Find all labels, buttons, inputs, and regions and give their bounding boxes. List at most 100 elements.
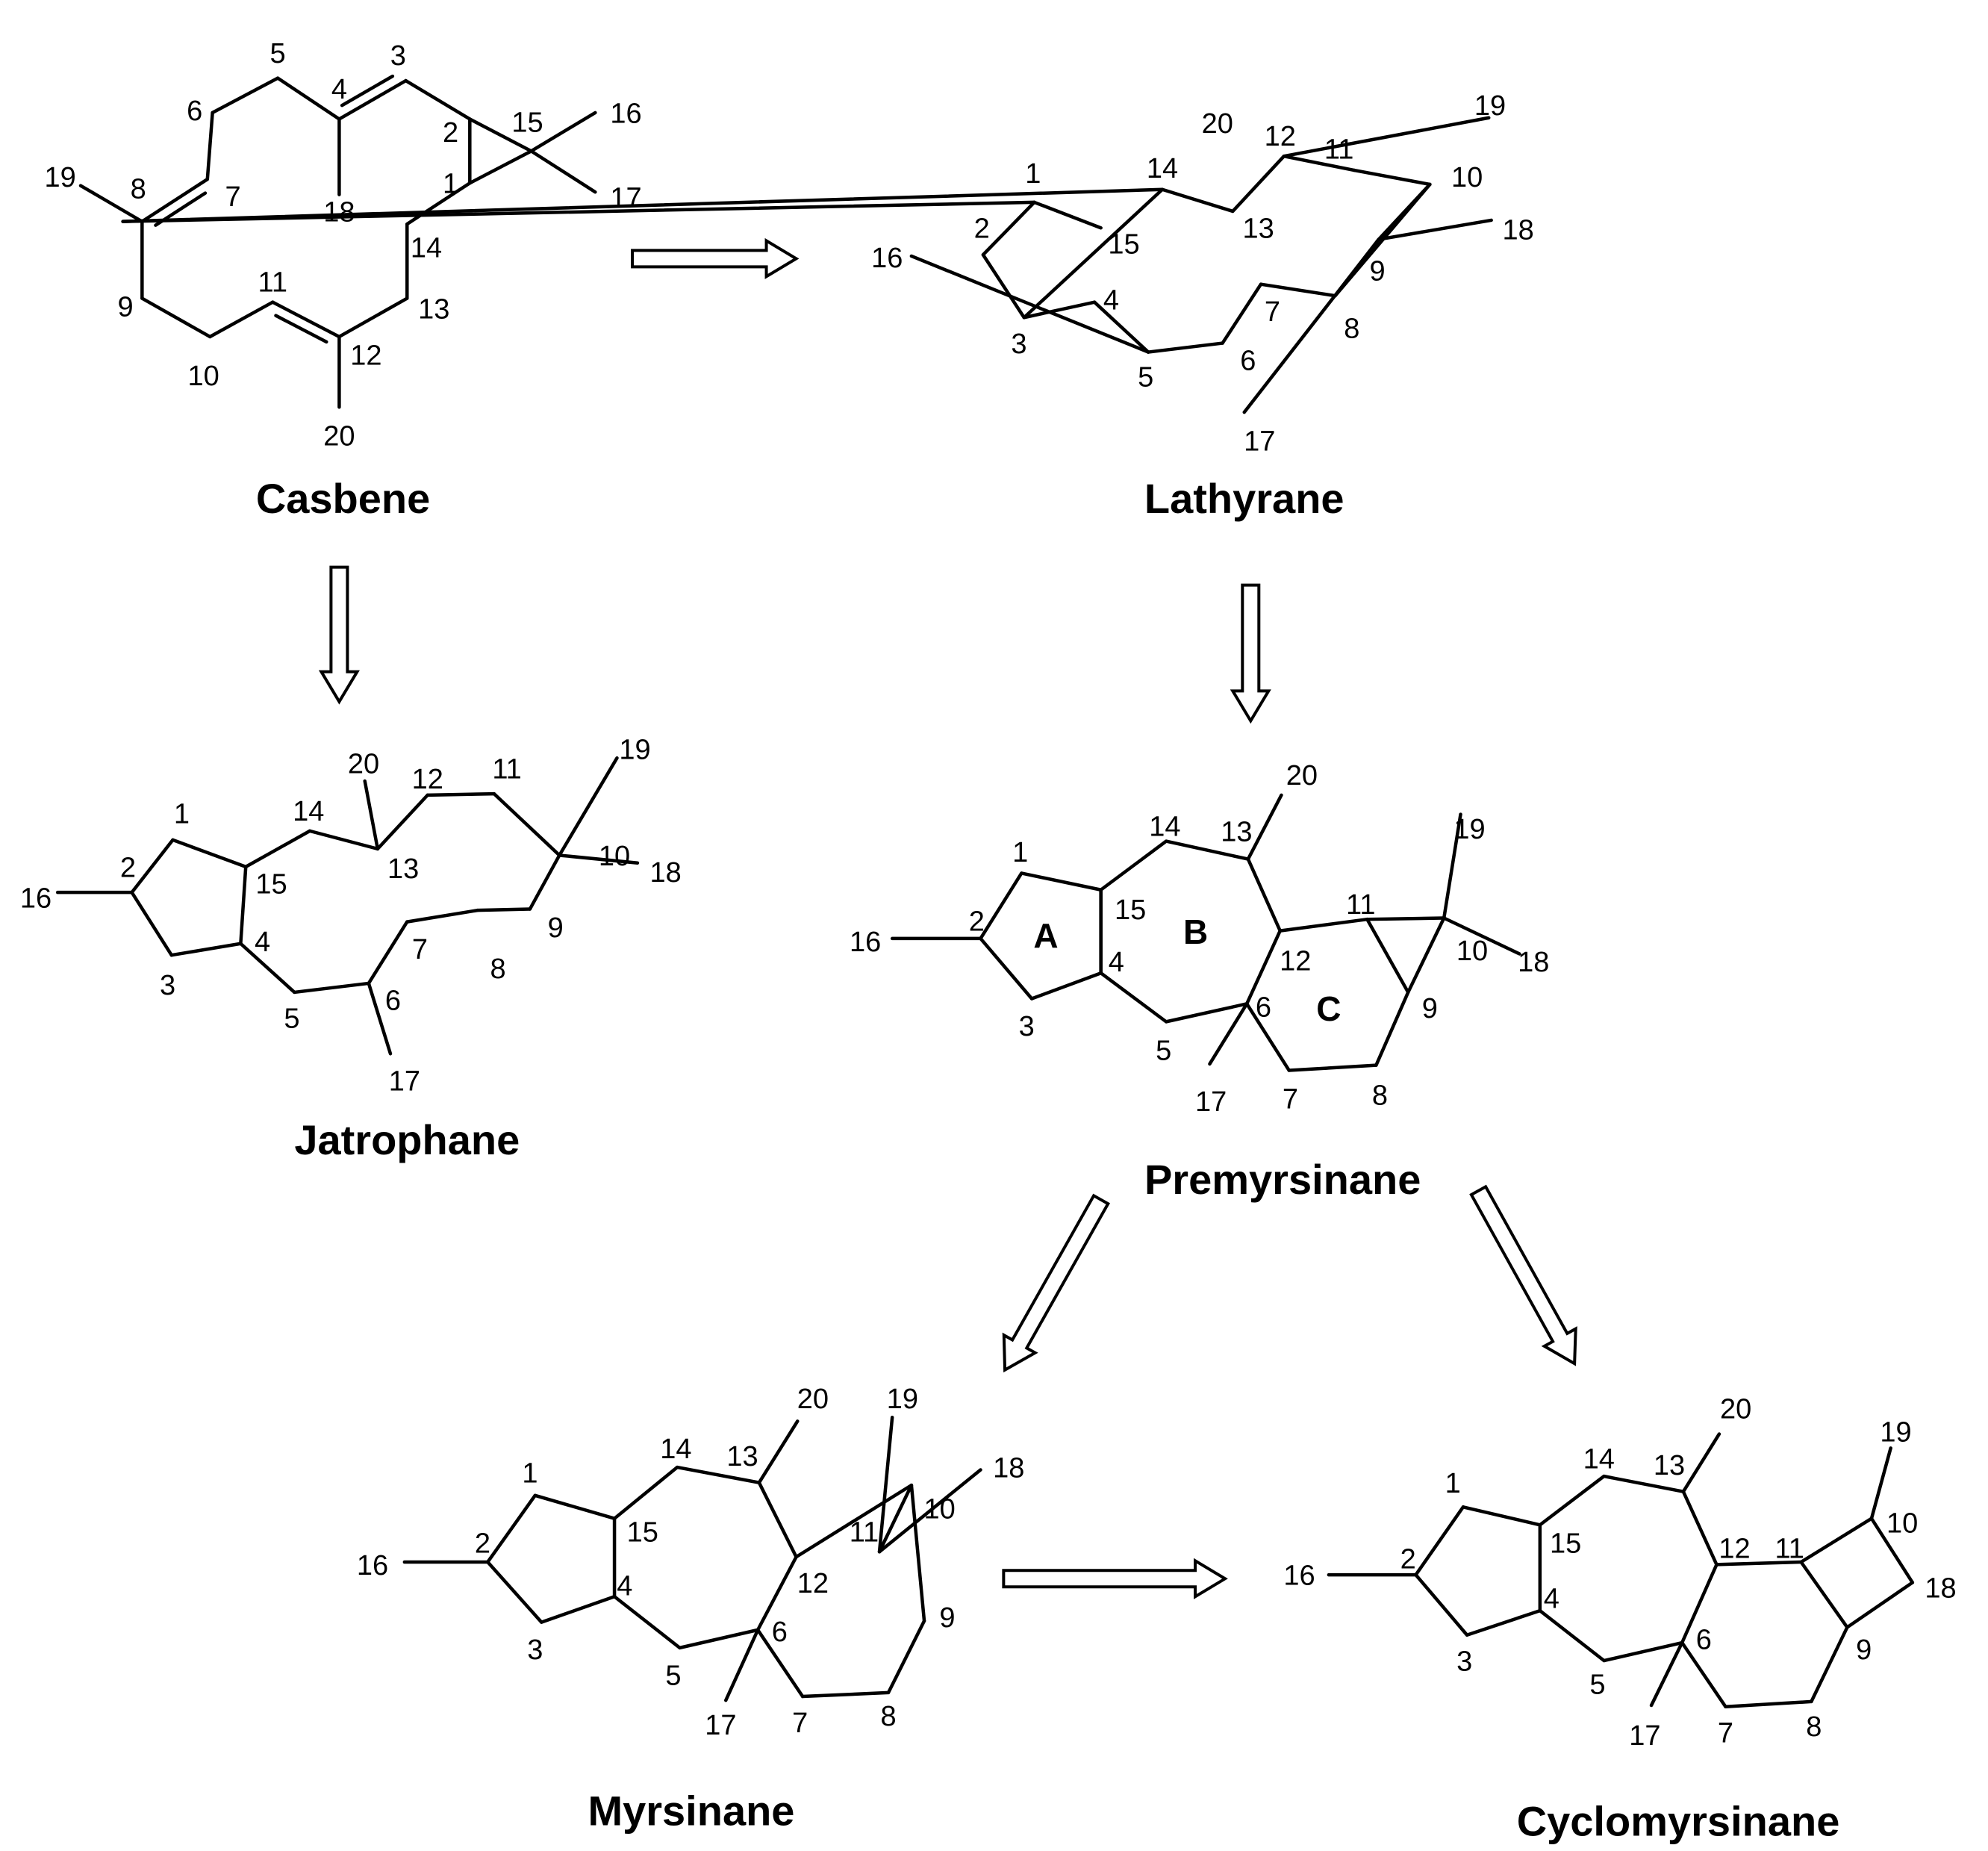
bond [1032, 200, 1103, 230]
bond [877, 1483, 914, 1554]
atom-number: 6 [772, 1617, 788, 1648]
atom-number: 3 [527, 1634, 543, 1666]
atom-number: 15 [1115, 895, 1146, 926]
atom-number: 5 [1138, 362, 1153, 393]
atom-number: 7 [1265, 296, 1280, 328]
bond [1352, 168, 1432, 187]
bond [529, 149, 597, 194]
bond [981, 200, 1036, 257]
atom-number: 12 [1265, 121, 1296, 152]
bond [675, 1465, 761, 1484]
bond [405, 908, 479, 924]
bond [492, 791, 561, 857]
atom-number: 20 [1720, 1394, 1751, 1425]
atom-number: 15 [255, 869, 287, 900]
bond [886, 1619, 926, 1695]
bond [558, 756, 619, 857]
bond [909, 1483, 926, 1623]
bond [140, 177, 210, 223]
ring-label: C [1316, 989, 1341, 1028]
bond [1461, 1505, 1542, 1527]
bond [211, 76, 280, 115]
bond [205, 111, 214, 181]
atom-number: 8 [490, 954, 505, 985]
bond [130, 890, 174, 957]
atom-number: 12 [350, 340, 381, 371]
bond [275, 76, 341, 121]
bond [130, 838, 175, 895]
bond [1538, 1608, 1606, 1663]
atom-number: 18 [1518, 947, 1549, 978]
atom-number: 10 [1886, 1508, 1918, 1539]
bond [1160, 187, 1235, 214]
bond [1377, 218, 1493, 241]
bond [337, 296, 409, 339]
atom-number: 1 [522, 1458, 537, 1489]
bond [1278, 917, 1369, 933]
bond [877, 1468, 982, 1554]
atom-number: 19 [1880, 1417, 1911, 1449]
atom-number: 5 [1589, 1669, 1605, 1700]
atom-number: 15 [627, 1516, 658, 1548]
bond [1287, 1063, 1378, 1072]
atom-number: 15 [511, 107, 543, 138]
atom-number: 18 [323, 196, 355, 228]
structure-jatrophane: 1234567891011121314151617181920Jatrophan… [20, 735, 682, 1163]
bond [367, 981, 393, 1056]
bond [1845, 1581, 1915, 1629]
arrow-casbene-to-lathyrane [631, 237, 800, 279]
structure-name: Jatrophane [294, 1116, 520, 1163]
bond [1810, 1626, 1849, 1704]
atom-number: 8 [1806, 1711, 1822, 1743]
atom-number: 14 [1583, 1444, 1615, 1475]
atom-number: 1 [174, 798, 190, 830]
bond [558, 853, 640, 865]
atom-number: 11 [258, 267, 287, 299]
bond [1724, 1699, 1813, 1709]
bond [1022, 300, 1097, 320]
bond [794, 1483, 914, 1559]
atom-number: 20 [797, 1384, 829, 1415]
bond [1029, 971, 1103, 1001]
atom-number: 3 [1019, 1011, 1035, 1042]
atom-number: 9 [1856, 1634, 1872, 1666]
arrows [318, 237, 1577, 1599]
bond [528, 853, 561, 911]
bond [1680, 1640, 1727, 1709]
atom-number: 13 [1221, 816, 1252, 847]
atom-number: 5 [270, 38, 286, 69]
bond [1242, 237, 1381, 414]
atom-number: 4 [1103, 285, 1119, 317]
atom-number: 20 [348, 748, 379, 780]
bond [909, 254, 1150, 354]
atom-number: 8 [1372, 1080, 1388, 1112]
arrow-casbene-to-jatrophane [318, 565, 360, 705]
atom-number: 16 [871, 243, 903, 274]
atom-number: 20 [1202, 108, 1233, 140]
bond [1282, 116, 1491, 158]
bond [486, 1493, 537, 1564]
bond [1020, 871, 1103, 892]
atom-number: 8 [1344, 313, 1359, 344]
bond [1099, 971, 1168, 1024]
bond [981, 252, 1026, 320]
arrow-premyrsinane-to-myrsinane [1002, 1193, 1110, 1373]
bond [1681, 1490, 1719, 1567]
atom-number: 17 [705, 1710, 736, 1741]
atom-number: 20 [1286, 760, 1318, 791]
atom-number: 1 [443, 169, 458, 200]
atom-number: 13 [387, 853, 419, 885]
bond [1602, 1474, 1686, 1493]
arrow-premyrsinane-to-cyclomyrsinane [1469, 1184, 1577, 1366]
bond [1282, 154, 1356, 172]
atom-number: 20 [323, 420, 355, 452]
bond [1365, 917, 1410, 995]
bond [171, 838, 248, 869]
bond [1022, 187, 1165, 320]
atom-number: 5 [1156, 1036, 1171, 1067]
bond [1649, 1640, 1684, 1708]
